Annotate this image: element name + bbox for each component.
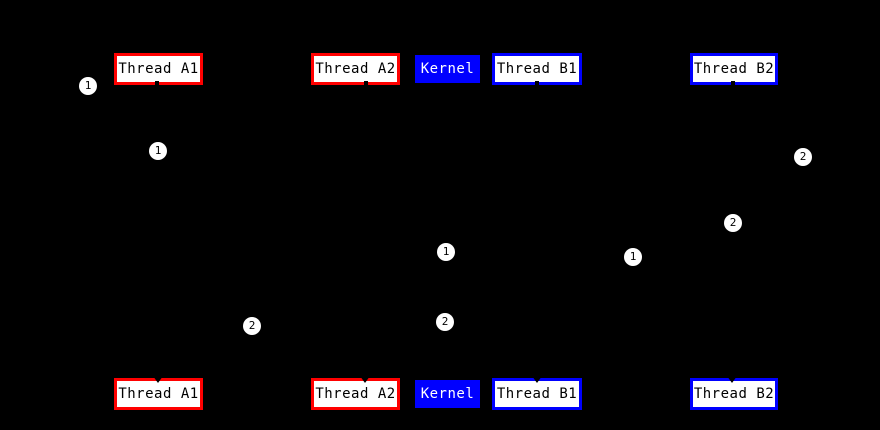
sequence-badge-2: 2 xyxy=(794,148,812,166)
node-label: Thread A1 xyxy=(118,386,199,402)
node-label: Thread A2 xyxy=(315,386,396,402)
sequence-badge-1: 1 xyxy=(79,77,97,95)
node-label: Thread B2 xyxy=(693,386,775,402)
node-thread-a1-top: Thread A1 xyxy=(114,53,203,85)
edge-notch xyxy=(364,81,368,87)
node-thread-a2-top: Thread A2 xyxy=(311,53,400,85)
sequence-badge-2: 2 xyxy=(436,313,454,331)
node-label: Thread B1 xyxy=(496,386,578,402)
node-label: Thread A1 xyxy=(118,61,199,77)
node-label: Kernel xyxy=(420,386,475,402)
edge-notch xyxy=(727,376,737,383)
node-kernel-top: Kernel xyxy=(415,55,480,83)
node-label: Thread B2 xyxy=(693,61,775,77)
sequence-badge-2: 2 xyxy=(724,214,742,232)
edge-notch xyxy=(532,376,542,383)
edge-notch xyxy=(155,81,159,87)
node-thread-b2-top: Thread B2 xyxy=(690,53,778,85)
node-label: Thread A2 xyxy=(315,61,396,77)
node-label: Kernel xyxy=(420,61,475,77)
node-label: Thread B1 xyxy=(496,61,578,77)
edge-notch xyxy=(731,81,735,87)
sequence-badge-2: 2 xyxy=(243,317,261,335)
sequence-badge-1: 1 xyxy=(624,248,642,266)
edge-notch xyxy=(535,81,539,87)
sequence-badge-1: 1 xyxy=(437,243,455,261)
node-kernel-bottom: Kernel xyxy=(415,380,480,408)
edge-notch xyxy=(360,376,370,383)
sequence-badge-1: 1 xyxy=(149,142,167,160)
edge-notch xyxy=(153,376,163,383)
node-thread-a2-bottom: Thread A2 xyxy=(311,378,400,410)
